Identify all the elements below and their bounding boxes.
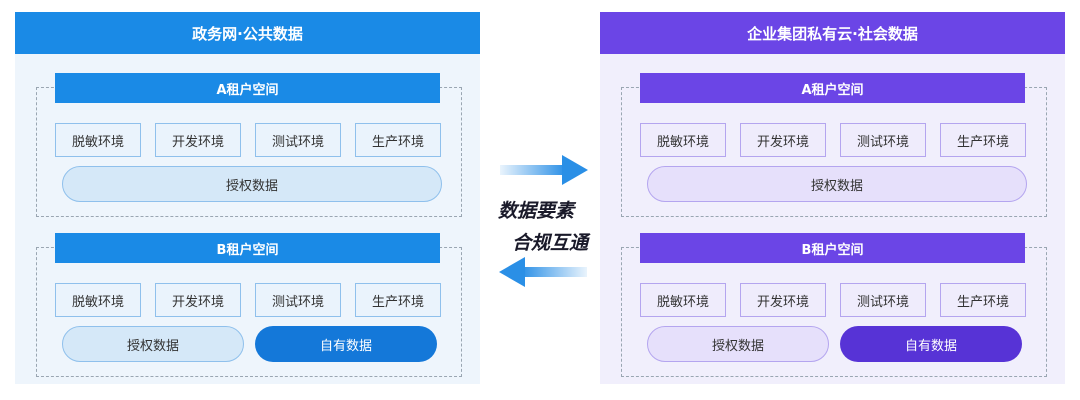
- own-data-pill: 自有数据: [840, 326, 1022, 362]
- env-desensitized: 脱敏环境: [55, 283, 141, 317]
- env-production: 生产环境: [355, 283, 441, 317]
- env-testing: 测试环境: [255, 283, 341, 317]
- env-development: 开发环境: [740, 123, 826, 157]
- panel-title: 政务网·公共数据: [15, 12, 480, 54]
- right-arrow-icon: [500, 155, 588, 185]
- env-development: 开发环境: [740, 283, 826, 317]
- tenant-title: B租户空间: [640, 233, 1025, 263]
- env-development: 开发环境: [155, 283, 241, 317]
- tenant-b-space: B租户空间 脱敏环境 开发环境 测试环境 生产环境 授权数据 自有数据: [36, 233, 462, 377]
- authorized-data-pill: 授权数据: [647, 166, 1027, 202]
- tenant-title: A租户空间: [55, 73, 440, 103]
- env-development: 开发环境: [155, 123, 241, 157]
- authorized-data-pill: 授权数据: [647, 326, 829, 362]
- env-testing: 测试环境: [840, 123, 926, 157]
- env-testing: 测试环境: [840, 283, 926, 317]
- tenant-a-space: A租户空间 脱敏环境 开发环境 测试环境 生产环境 授权数据: [621, 73, 1047, 217]
- authorized-data-pill: 授权数据: [62, 166, 442, 202]
- tenant-title: B租户空间: [55, 233, 440, 263]
- tenant-title: A租户空间: [640, 73, 1025, 103]
- env-desensitized: 脱敏环境: [640, 123, 726, 157]
- authorized-data-pill: 授权数据: [62, 326, 244, 362]
- env-desensitized: 脱敏环境: [55, 123, 141, 157]
- env-testing: 测试环境: [255, 123, 341, 157]
- own-data-pill: 自有数据: [255, 326, 437, 362]
- tenant-a-space: A租户空间 脱敏环境 开发环境 测试环境 生产环境 授权数据: [36, 73, 462, 217]
- env-desensitized: 脱敏环境: [640, 283, 726, 317]
- tenant-b-space: B租户空间 脱敏环境 开发环境 测试环境 生产环境 授权数据 自有数据: [621, 233, 1047, 377]
- panel-title: 企业集团私有云·社会数据: [600, 12, 1065, 54]
- social-data-panel: 企业集团私有云·社会数据 A租户空间 脱敏环境 开发环境 测试环境 生产环境 授…: [600, 12, 1065, 384]
- left-arrow-icon: [499, 257, 587, 287]
- center-label-line1: 数据要素: [498, 200, 575, 222]
- env-production: 生产环境: [940, 123, 1026, 157]
- env-production: 生产环境: [355, 123, 441, 157]
- center-label-line2: 合规互通: [512, 232, 589, 254]
- public-data-panel: 政务网·公共数据 A租户空间 脱敏环境 开发环境 测试环境 生产环境 授权数据 …: [15, 12, 480, 384]
- env-production: 生产环境: [940, 283, 1026, 317]
